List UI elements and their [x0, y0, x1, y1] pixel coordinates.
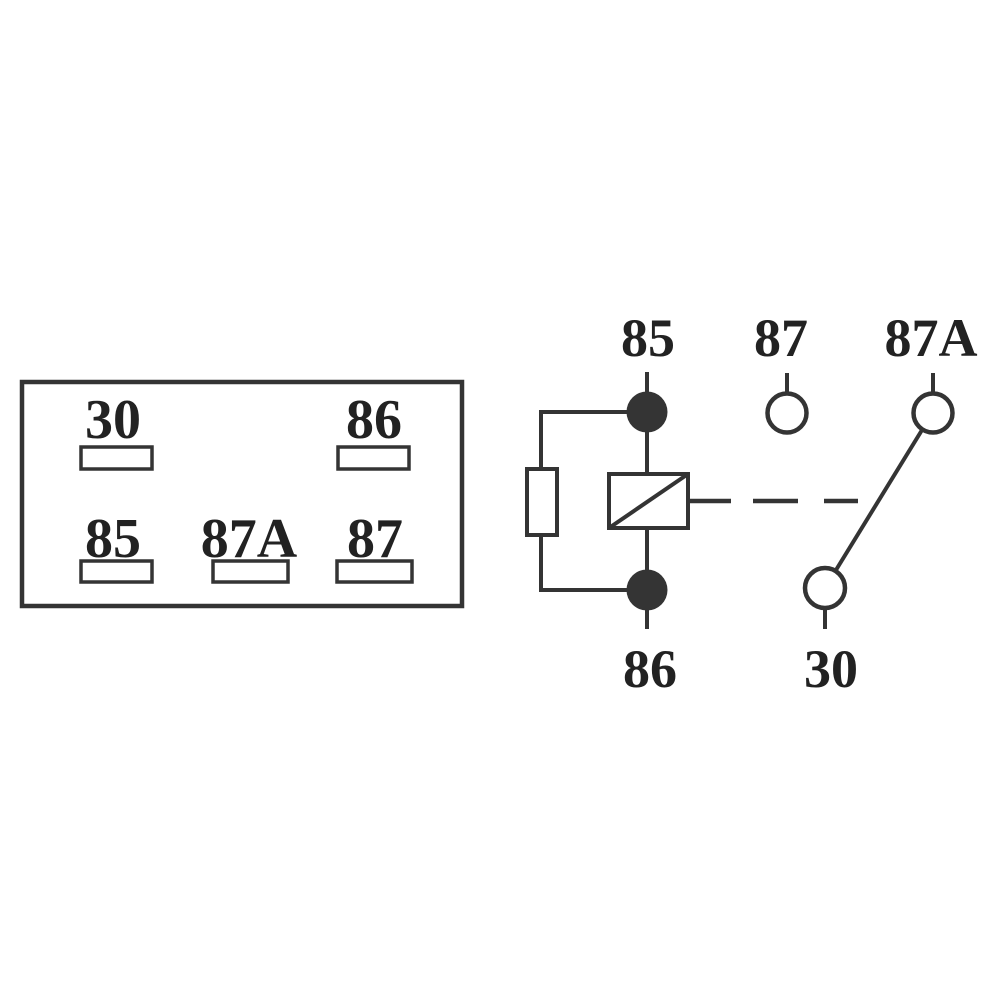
coil-diagonal — [607, 472, 690, 530]
pin-terminal-85 — [79, 559, 154, 584]
pinout-box-outline — [19, 379, 465, 609]
terminal-85-dot — [626, 391, 668, 433]
pin-terminal-87a — [211, 559, 290, 584]
pin-terminal-86 — [336, 445, 411, 471]
schematic-label-86: 86 — [623, 639, 677, 699]
schematic-label-30: 30 — [804, 639, 858, 699]
terminal-87a-circle — [911, 391, 955, 435]
pin-label-86: 86 — [346, 389, 402, 451]
schematic-label-87: 87 — [754, 308, 808, 368]
resistor-symbol — [525, 467, 559, 537]
schematic-label-87a: 87A — [885, 308, 978, 368]
pin-terminal-30 — [79, 445, 154, 471]
schematic-label-85: 85 — [621, 308, 675, 368]
pinout-box-group: 30 86 85 87A 87 — [19, 379, 465, 609]
pin-terminal-87 — [335, 559, 414, 584]
schematic-group: 85 87 87A 86 30 — [525, 308, 978, 699]
pin-label-30: 30 — [85, 389, 141, 451]
terminal-86-dot — [626, 569, 668, 611]
terminal-30-circle — [802, 565, 848, 611]
terminal-87-circle — [765, 391, 809, 435]
switch-arm — [834, 428, 924, 572]
